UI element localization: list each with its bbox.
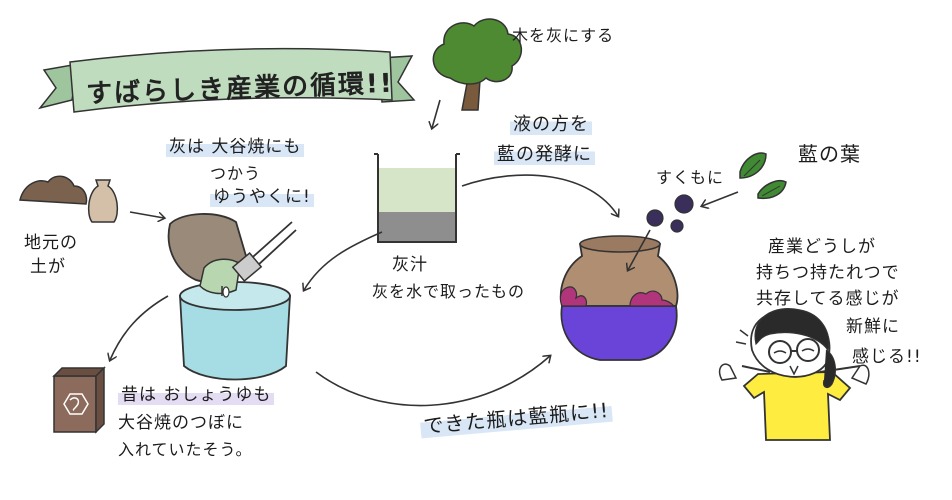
arrow-clay-to-pot (129, 211, 164, 218)
label-comment-line3: 共存してる感じが (756, 289, 900, 309)
label-ash-line3: ゆうやくに! (210, 182, 314, 207)
glaze-bucket (179, 281, 291, 381)
label-comment-line5: 感じる!! (852, 347, 922, 367)
arrow-tree-to-beaker (432, 99, 441, 128)
label-liquid-line1: 液の方を (510, 110, 592, 136)
label-lye-line2: 灰を水で取ったもの (372, 282, 526, 301)
lye-beaker (374, 153, 460, 243)
label-indigo-leaves: 藍の葉 (798, 142, 861, 166)
small-clay-jar (87, 179, 119, 223)
clay-pile (19, 175, 88, 205)
arrow-bucket-to-soy (110, 295, 169, 360)
label-soy-line2: 大谷焼のつぼに (118, 413, 244, 433)
label-local-line1: 地元の (24, 233, 78, 253)
girl-character (718, 308, 870, 441)
label-local-line2: 土が (30, 257, 66, 277)
tilted-pot (167, 213, 247, 295)
label-comment-line4: 新鮮に (846, 317, 900, 337)
soy-sauce-box (52, 366, 106, 434)
tongs (231, 221, 297, 283)
label-soy-line3: 入れていたそう。 (118, 440, 253, 459)
arrow-leaves-to-sukumo (702, 191, 739, 206)
label-make-ash: 木を灰にする (512, 26, 615, 45)
label-lye-line1: 灰汁 (392, 255, 428, 275)
arrow-beaker-to-vat (461, 174, 618, 216)
glaze-drip (221, 286, 230, 298)
title-banner (38, 47, 416, 113)
arrow-beaker-to-bucket (304, 231, 383, 290)
label-comment-line2: 持ちつ持たれつで (756, 263, 900, 283)
label-ash-line1: 灰は 大谷焼にも (166, 132, 305, 157)
flow-arrows (110, 99, 739, 407)
label-sukumo: すくもに (656, 168, 725, 187)
label-liquid-line2: 藍の発酵に (494, 140, 595, 166)
tree-illustration (432, 18, 522, 111)
arrow-bucket-to-vat (315, 356, 550, 407)
label-ash-line2: つかう (210, 164, 262, 183)
indigo-leaf-icon (739, 152, 787, 200)
sukumo-blobs (646, 194, 694, 233)
arrow-sukumo-to-vat (628, 229, 651, 270)
label-comment-line1: 産業どうしが (768, 237, 876, 257)
label-soy-line1: 昔は おしょうゆも (118, 380, 275, 405)
indigo-vat (559, 235, 679, 361)
